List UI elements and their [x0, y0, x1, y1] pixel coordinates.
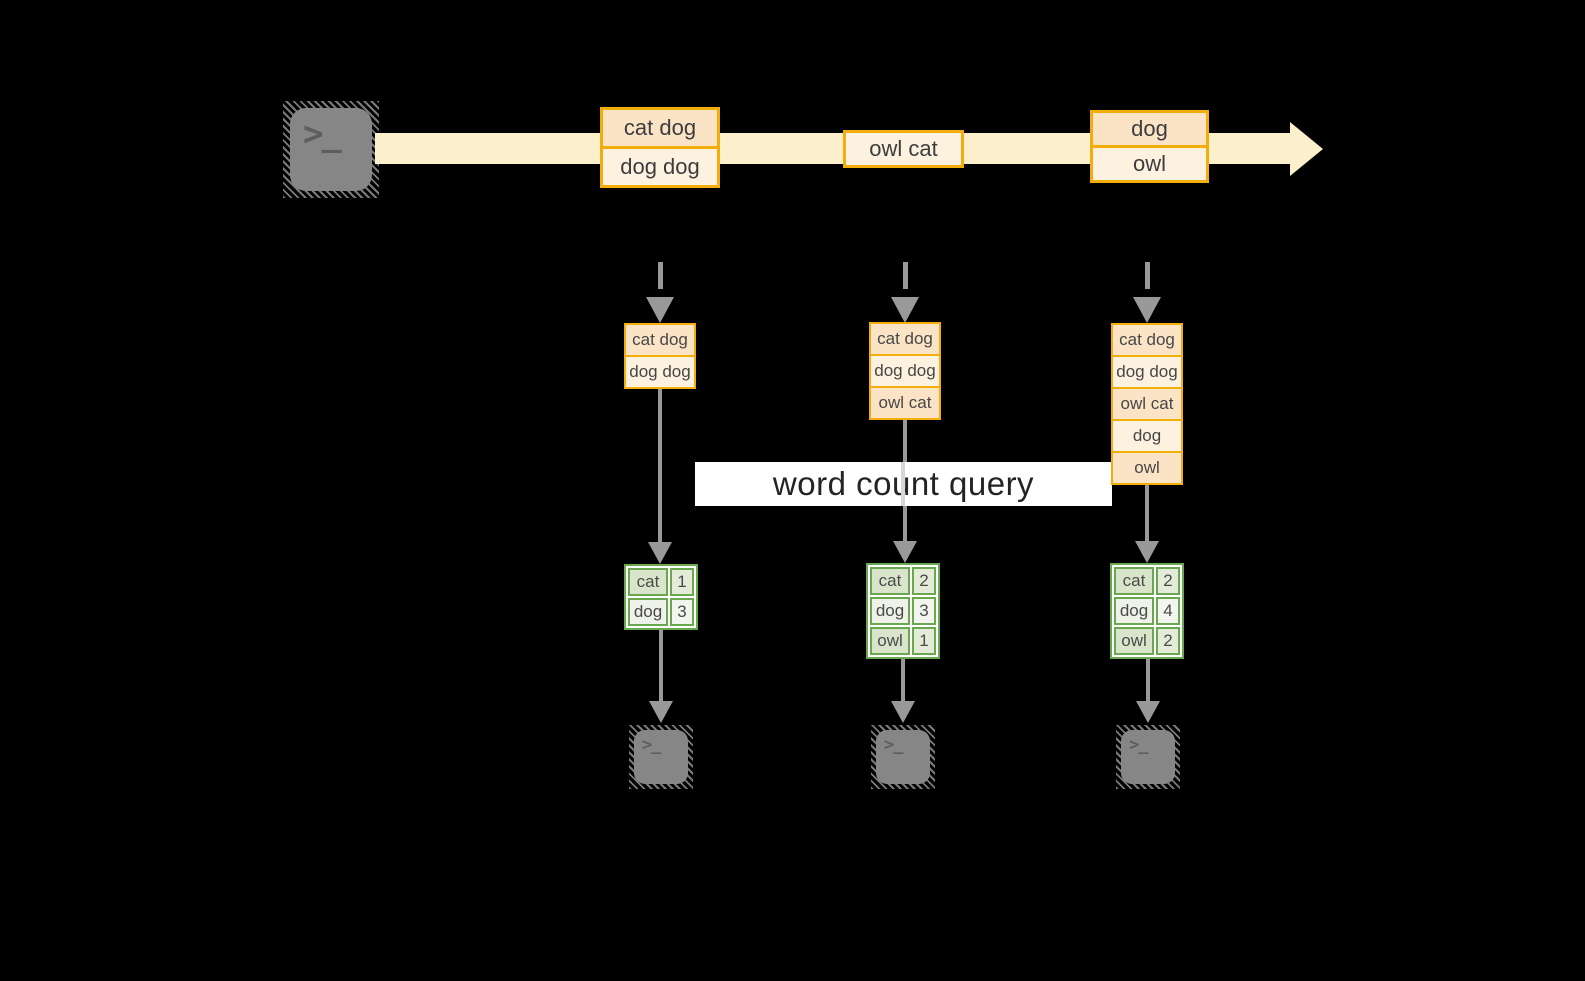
stack-row: owl cat	[1111, 387, 1183, 421]
word-cell: dog	[1114, 597, 1154, 625]
event-row: dog	[1093, 113, 1206, 145]
down-arrow-shaft	[901, 659, 905, 702]
state-stack-2: cat dog dog dog owl cat	[869, 322, 941, 420]
stack-row: owl	[1111, 451, 1183, 485]
terminal-body: >_	[1121, 730, 1175, 784]
table-row: cat 2	[870, 567, 936, 595]
table-row: cat 1	[628, 568, 694, 596]
down-arrowhead-icon	[649, 701, 673, 723]
stack-row: dog dog	[624, 355, 696, 389]
count-cell: 2	[912, 567, 936, 595]
dashed-down-arrow-icon	[891, 262, 919, 323]
stack-row: dog dog	[869, 354, 941, 388]
event-row: owl cat	[846, 133, 961, 165]
count-cell: 3	[912, 597, 936, 625]
arrowhead	[891, 297, 919, 323]
word-cell: cat	[1114, 567, 1154, 595]
dash-segment	[902, 262, 908, 289]
dash-segment	[657, 262, 663, 289]
event-row: dog dog	[603, 146, 717, 185]
word-cell: cat	[870, 567, 910, 595]
terminal-body: >_	[634, 730, 688, 784]
word-cell: owl	[870, 627, 910, 655]
arrowhead	[1133, 297, 1161, 323]
count-cell: 1	[912, 627, 936, 655]
output-terminal-icon-3: >_	[1116, 725, 1180, 789]
event-box-3: dog owl	[1090, 110, 1209, 183]
output-terminal-icon-1: >_	[629, 725, 693, 789]
word-cell: dog	[870, 597, 910, 625]
source-terminal-icon: >_	[283, 101, 379, 198]
down-arrowhead-icon	[1136, 701, 1160, 723]
output-terminal-icon-2: >_	[871, 725, 935, 789]
count-cell: 4	[1156, 597, 1180, 625]
stack-row: cat dog	[624, 323, 696, 357]
terminal-prompt-icon: >_	[1129, 735, 1149, 755]
event-row: owl	[1093, 145, 1206, 180]
stack-row: owl cat	[869, 386, 941, 420]
result-table-1: cat 1 dog 3	[624, 564, 698, 630]
stack-row: cat dog	[869, 322, 941, 356]
dashed-down-arrow-icon	[646, 262, 674, 323]
terminal-prompt-icon: >_	[642, 735, 662, 755]
terminal-body: >_	[290, 108, 372, 191]
dash-segment	[1144, 262, 1150, 289]
table-row: cat 2	[1114, 567, 1180, 595]
down-arrow-shaft	[1146, 659, 1150, 702]
table-row: dog 3	[870, 597, 936, 625]
query-banner: word count query	[695, 462, 1112, 506]
arrow-through-banner	[901, 462, 905, 506]
stack-row: dog dog	[1111, 355, 1183, 389]
terminal-prompt-icon: >_	[884, 735, 904, 755]
down-arrowhead-icon	[1135, 541, 1159, 563]
result-table-3: cat 2 dog 4 owl 2	[1110, 563, 1184, 659]
word-cell: dog	[628, 598, 668, 626]
stack-row: cat dog	[1111, 323, 1183, 357]
down-arrowhead-icon	[891, 701, 915, 723]
event-row: cat dog	[603, 110, 717, 146]
stack-row: dog	[1111, 419, 1183, 453]
count-cell: 1	[670, 568, 694, 596]
down-arrow-shaft	[658, 389, 662, 542]
down-arrow-shaft	[659, 630, 663, 702]
table-row: dog 3	[628, 598, 694, 626]
table-row: owl 2	[1114, 627, 1180, 655]
table-row: owl 1	[870, 627, 936, 655]
count-cell: 3	[670, 598, 694, 626]
stream-arrowhead-icon	[1290, 122, 1323, 176]
word-cell: cat	[628, 568, 668, 596]
state-stack-3: cat dog dog dog owl cat dog owl	[1111, 323, 1183, 485]
event-box-2: owl cat	[843, 130, 964, 168]
state-stack-1: cat dog dog dog	[624, 323, 696, 389]
arrowhead	[646, 297, 674, 323]
count-cell: 2	[1156, 627, 1180, 655]
result-table-2: cat 2 dog 3 owl 1	[866, 563, 940, 659]
down-arrowhead-icon	[893, 541, 917, 563]
event-box-1: cat dog dog dog	[600, 107, 720, 188]
terminal-prompt-icon: >_	[303, 114, 342, 154]
down-arrow-shaft	[1145, 485, 1149, 541]
dashed-down-arrow-icon	[1133, 262, 1161, 323]
down-arrowhead-icon	[648, 542, 672, 564]
count-cell: 2	[1156, 567, 1180, 595]
word-cell: owl	[1114, 627, 1154, 655]
table-row: dog 4	[1114, 597, 1180, 625]
terminal-body: >_	[876, 730, 930, 784]
